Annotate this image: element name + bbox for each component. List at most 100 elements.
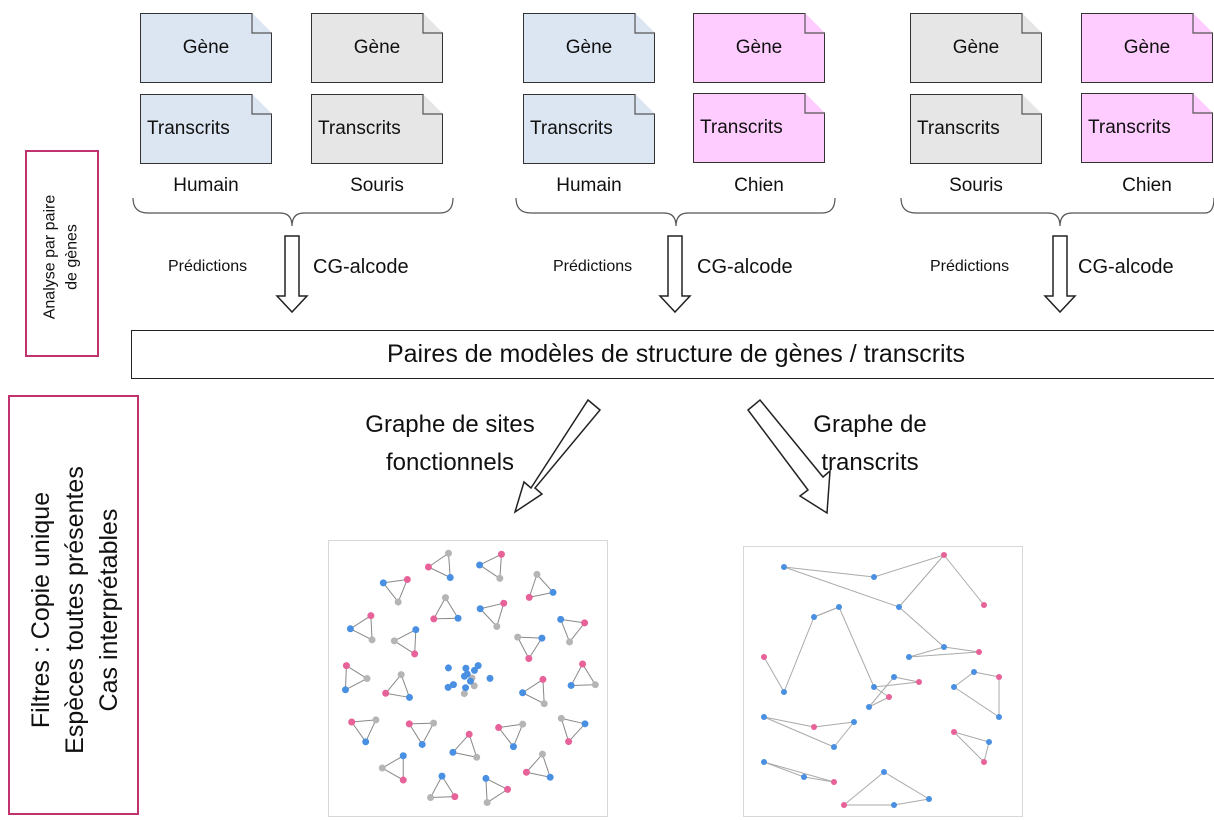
graph-edge	[409, 724, 422, 745]
graph-edge	[526, 772, 550, 777]
graph-node	[836, 604, 842, 610]
graph-node	[881, 769, 887, 775]
graph-edge	[366, 720, 376, 742]
graph-edge	[954, 687, 999, 717]
graph-node	[398, 671, 405, 678]
graph-edge	[764, 762, 834, 782]
graph-node	[896, 604, 902, 610]
graph-node	[430, 720, 437, 727]
graph-edge	[561, 619, 570, 642]
graph-node	[445, 550, 452, 557]
graph-node	[400, 752, 407, 759]
graph-edge	[894, 799, 929, 805]
fold-corner	[1022, 13, 1042, 33]
graph-edge	[415, 630, 416, 654]
graph-node	[916, 679, 922, 685]
graph-node	[500, 600, 507, 607]
graph-edge	[352, 720, 376, 722]
graph-edge	[401, 675, 409, 698]
graph-edge	[944, 555, 984, 605]
graph-edge	[869, 677, 894, 707]
graph-node	[871, 684, 877, 690]
graph-node	[427, 794, 434, 801]
graph-edge	[350, 616, 370, 629]
graph-edge	[383, 583, 398, 602]
graph-edge	[480, 603, 504, 609]
graph-node	[369, 636, 376, 643]
graph-edge	[480, 554, 502, 565]
graph-node	[891, 802, 897, 808]
graph-edge	[869, 697, 889, 707]
fold-corner	[252, 94, 272, 114]
graph-edge	[445, 598, 458, 619]
graph-node	[496, 575, 503, 582]
graph-node	[781, 564, 787, 570]
graph-node	[430, 615, 437, 622]
graph-edge	[513, 724, 522, 746]
graph-edge	[764, 657, 784, 692]
graph-node	[981, 602, 987, 608]
graph-edge	[499, 728, 514, 747]
graph-node	[886, 694, 892, 700]
graph-edge	[486, 778, 508, 789]
fold-corner	[1193, 13, 1213, 33]
graph-node	[382, 690, 389, 697]
graph-node	[406, 694, 413, 701]
graph-edge	[434, 598, 446, 619]
graph-node	[976, 649, 982, 655]
graph-edge	[571, 664, 582, 685]
sites-graph	[329, 541, 607, 816]
graph-node	[471, 667, 478, 674]
graph-edge	[453, 752, 477, 757]
graph-node	[419, 741, 426, 748]
graph-node	[541, 700, 548, 707]
graph-node	[926, 796, 932, 802]
graph-node	[391, 637, 398, 644]
graph-edge	[899, 607, 944, 647]
graph-node	[547, 774, 554, 781]
brace	[133, 198, 453, 226]
graph-edge	[526, 754, 542, 772]
graph-node	[477, 605, 484, 612]
graph-edge	[583, 664, 596, 685]
graph-edge	[398, 579, 407, 601]
graph-node	[449, 749, 456, 756]
graph-node	[486, 675, 493, 682]
graph-node	[523, 769, 530, 776]
graph-node	[404, 576, 411, 583]
graph-edge	[543, 679, 544, 703]
sites-graph-panel	[328, 540, 608, 817]
graph-edge	[954, 672, 974, 687]
graph-node	[558, 715, 565, 722]
graph-node	[801, 774, 807, 780]
graph-node	[761, 759, 767, 765]
graph-node	[941, 644, 947, 650]
graph-edge	[571, 685, 595, 686]
graph-edge	[480, 609, 497, 627]
graph-node	[372, 716, 379, 723]
down-arrow	[1045, 236, 1075, 312]
down-arrow	[660, 236, 690, 312]
graph-node	[400, 777, 407, 784]
graph-node	[473, 754, 480, 761]
graph-edge	[899, 555, 944, 607]
graph-edge	[814, 722, 854, 727]
graph-edge	[480, 565, 500, 578]
graph-node	[442, 594, 449, 601]
graph-node	[519, 721, 526, 728]
down-arrow	[277, 236, 307, 312]
fold-corner	[252, 13, 272, 33]
graph-edge	[784, 617, 814, 692]
graph-node	[781, 689, 787, 695]
graph-edge	[394, 630, 416, 641]
fold-corner	[805, 13, 825, 33]
graph-node	[841, 802, 847, 808]
graph-edge	[529, 638, 542, 658]
graph-node	[348, 718, 355, 725]
graph-node	[539, 751, 546, 758]
graph-edge	[561, 718, 585, 723]
graph-node	[411, 650, 418, 657]
graph-node	[438, 773, 445, 780]
graph-node	[466, 731, 473, 738]
graph-edge	[537, 574, 553, 592]
